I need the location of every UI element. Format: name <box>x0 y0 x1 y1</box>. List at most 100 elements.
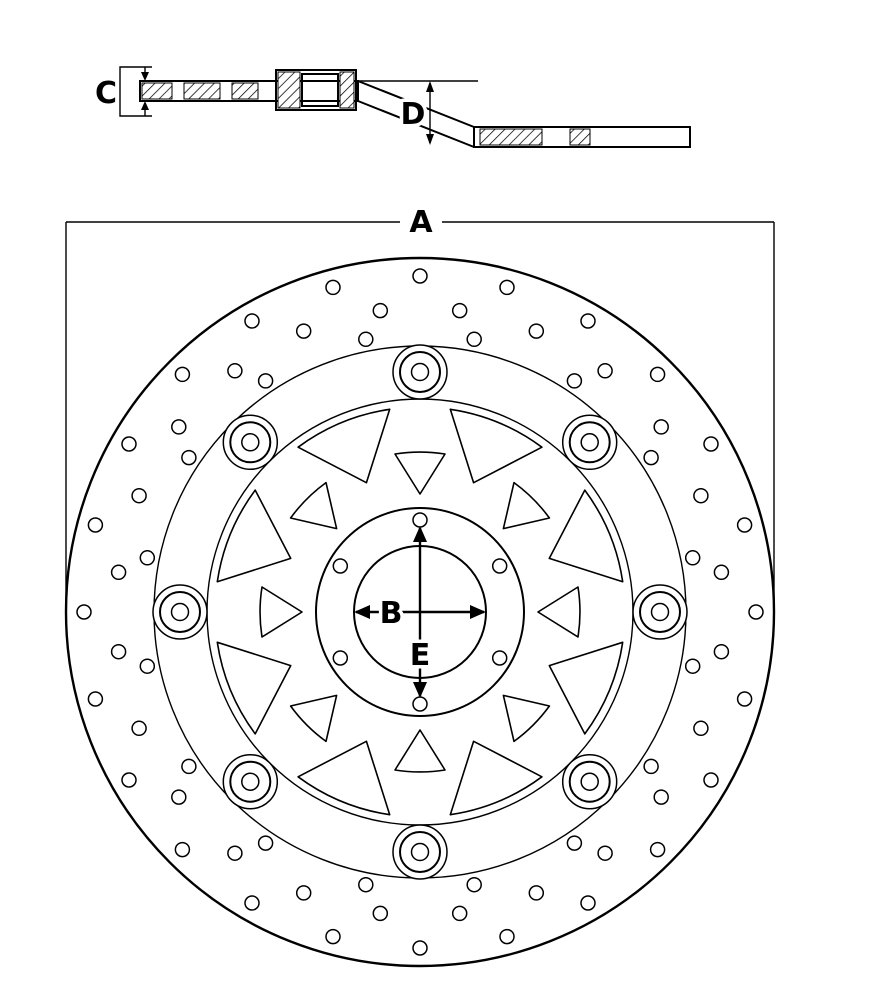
band-drill-hole <box>174 366 191 383</box>
band-drill-hole <box>295 885 312 901</box>
carrier-small-cutout <box>289 481 338 530</box>
band-drill-hole <box>451 302 468 319</box>
band-drill-hole <box>684 658 701 674</box>
band-drill-hole <box>87 517 104 533</box>
band-drill-hole <box>174 841 191 858</box>
brake-band-drill-holes <box>76 268 764 956</box>
band-drill-hole <box>580 313 596 329</box>
band-drill-hole <box>580 895 596 911</box>
band-drill-hole <box>181 758 197 775</box>
carrier-small-cutout <box>537 586 581 638</box>
carrier-window <box>449 408 543 484</box>
cross-section-view: C D <box>91 66 691 148</box>
band-drill-hole <box>736 691 753 707</box>
disc-outer-edge <box>64 256 776 968</box>
band-drill-hole <box>171 789 187 805</box>
button-hole <box>170 602 190 622</box>
carrier-window <box>216 641 292 735</box>
band-drill-hole <box>566 835 583 851</box>
band-drill-hole <box>87 691 104 707</box>
dimension-label-a: A <box>409 205 433 240</box>
band-drill-hole <box>131 487 147 504</box>
button-hole <box>410 842 430 862</box>
band-drill-hole <box>110 643 127 660</box>
band-drill-hole <box>139 658 156 674</box>
carrier-small-cutout <box>289 694 338 743</box>
section-hatch <box>183 82 221 100</box>
carrier-cutout-windows <box>216 408 624 816</box>
band-drill-hole <box>171 419 187 435</box>
carrier-window <box>297 740 391 816</box>
band-drill-hole <box>227 363 243 379</box>
band-drill-hole <box>244 313 260 329</box>
section-hatch <box>141 82 173 100</box>
band-drill-hole <box>131 720 147 737</box>
section-step-top <box>357 80 475 128</box>
band-drill-hole <box>466 876 482 893</box>
section-hatch <box>339 71 355 109</box>
hub-bolt-hole <box>491 558 508 574</box>
band-drill-hole <box>139 550 156 566</box>
dimension-d-arrowhead-top <box>426 81 434 92</box>
band-drill-hole <box>684 550 701 566</box>
dimension-e-arrowhead-bottom <box>413 682 427 698</box>
carrier-window <box>548 489 624 583</box>
band-drill-hole <box>76 604 92 620</box>
band-drill-hole <box>257 835 274 851</box>
band-drill-hole <box>466 331 482 348</box>
band-drill-hole <box>121 772 137 788</box>
section-hatch <box>479 128 543 146</box>
band-drill-hole <box>499 928 515 945</box>
carrier-small-cutout <box>502 481 551 530</box>
band-drill-hole <box>499 279 515 296</box>
hub-bolt-hole <box>412 512 428 528</box>
band-drill-hole <box>528 323 545 339</box>
band-drill-hole <box>227 845 243 861</box>
band-drill-hole <box>713 564 730 581</box>
carrier-window <box>216 489 292 583</box>
band-drill-hole <box>110 564 127 581</box>
floating-buttons <box>152 344 688 880</box>
button-hole <box>580 433 599 452</box>
carrier-small-cutout <box>502 694 551 743</box>
hub-edge <box>315 507 525 717</box>
section-lower-band <box>473 126 691 148</box>
band-drill-hole <box>358 876 374 893</box>
dimension-c-arrowhead-bottom <box>141 101 149 110</box>
carrier-small-cutout <box>259 586 303 638</box>
band-drill-hole <box>257 373 274 389</box>
dimension-c-arrowhead-top <box>141 72 149 81</box>
dimension-e-arrowhead-top <box>413 526 427 542</box>
band-drill-hole <box>295 323 312 339</box>
dimension-label-b: B <box>380 596 403 631</box>
band-drill-hole <box>528 885 545 901</box>
band-drill-hole <box>703 772 719 788</box>
band-drill-hole <box>693 720 709 737</box>
carrier-window <box>449 740 543 816</box>
dimension-label-d: D <box>401 97 426 132</box>
dimension-d-arrowhead-bottom <box>426 134 434 145</box>
section-hatch <box>277 71 301 109</box>
band-drill-hole <box>372 905 389 922</box>
band-drill-hole <box>713 643 730 660</box>
band-drill-hole <box>358 331 374 348</box>
dimension-b-arrowhead-right <box>470 605 486 619</box>
band-drill-hole <box>649 841 666 858</box>
band-drill-hole <box>597 363 613 379</box>
band-drill-hole <box>597 845 613 861</box>
section-step-bottom <box>357 100 475 148</box>
band-drill-hole <box>653 419 669 435</box>
band-drill-hole <box>748 604 764 620</box>
carrier-small-cutout <box>394 729 446 773</box>
band-drill-hole <box>244 895 260 911</box>
button-hole <box>650 602 670 622</box>
carrier-window <box>297 408 391 484</box>
dimension-label-e: E <box>410 638 431 673</box>
hub-bolt-holes <box>332 512 508 712</box>
section-hub-slot <box>301 73 339 107</box>
button-hole <box>241 772 260 791</box>
button-hole <box>580 772 599 791</box>
band-drill-hole <box>566 373 583 389</box>
band-drill-hole <box>181 449 197 466</box>
